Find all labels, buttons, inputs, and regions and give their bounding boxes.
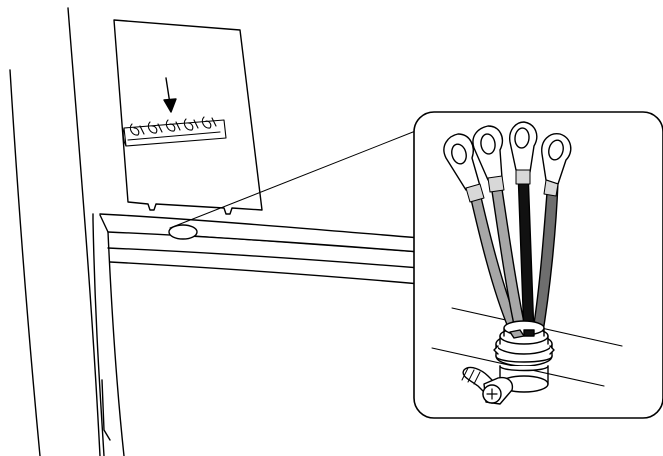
cabinet-outline xyxy=(9,7,125,456)
terminal-block-icon xyxy=(122,116,227,147)
down-arrow-icon xyxy=(163,77,177,113)
wire-bundle xyxy=(443,121,572,339)
crimp-sleeve xyxy=(465,169,559,203)
ground-screw-icon xyxy=(461,366,514,405)
ring-terminal xyxy=(443,121,572,191)
wire-entry xyxy=(509,329,535,339)
access-hole-icon xyxy=(168,224,198,240)
rear-access-panel xyxy=(113,19,263,215)
callout-leader-lines xyxy=(169,129,419,253)
